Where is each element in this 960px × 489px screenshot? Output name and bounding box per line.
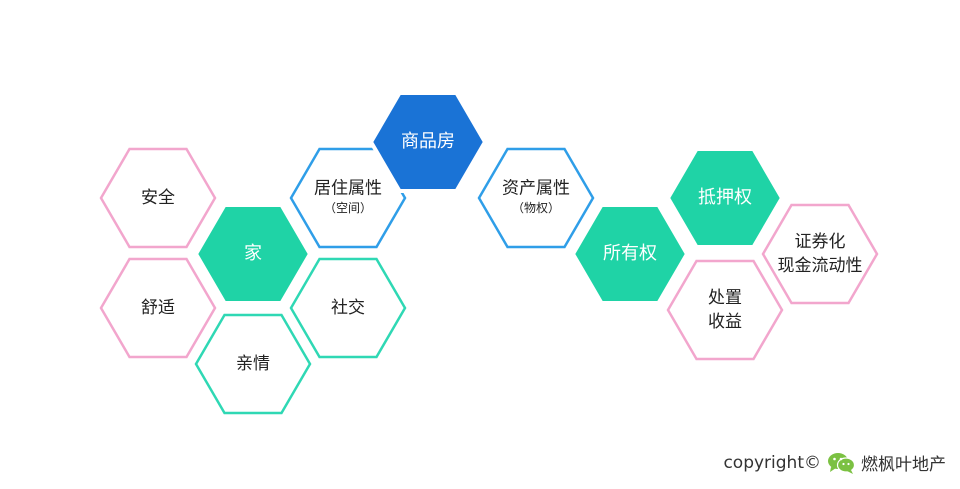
hexagon-shape <box>99 257 217 359</box>
hexagon-shape <box>570 203 690 305</box>
hexagon-shape <box>289 147 407 249</box>
copyright-text: copyright© <box>723 452 821 473</box>
hexagon-label: 居住属性 <box>314 178 382 198</box>
hexagon-diyaquan: 抵押权 <box>665 147 785 249</box>
hexagon-label: 处置 <box>708 288 742 308</box>
hexagon-shejiao: 社交 <box>289 257 407 359</box>
hexagon-juzhu: 居住属性 （空间） <box>289 147 407 249</box>
hexagon-jia: 家 <box>193 203 313 305</box>
hexagon-label: 现金流动性 <box>778 256 863 276</box>
hexagon-shape <box>665 147 785 249</box>
hexagon-label: 收益 <box>708 312 742 332</box>
hexagon-qinqing: 亲情 <box>194 313 312 415</box>
hexagon-shangpinfang: 商品房 <box>368 91 488 193</box>
hexagon-shushi: 舒适 <box>99 257 217 359</box>
hexagon-label: 资产属性 <box>502 178 570 198</box>
hexagon-label: 证券化 <box>795 232 846 252</box>
hexagon-shape <box>368 91 488 193</box>
hexagon-anquan: 安全 <box>99 147 217 249</box>
hexagon-suoyouquan: 所有权 <box>570 203 690 305</box>
hexagon-shape <box>666 259 784 361</box>
hexagon-label: 抵押权 <box>698 187 752 208</box>
hexagon-sublabel: （空间） <box>324 201 372 215</box>
hexagon-shape <box>477 147 595 249</box>
hexagon-shape <box>99 147 217 249</box>
brand-name: 燃枫叶地产 <box>861 455 946 475</box>
hexagon-sublabel: （物权） <box>512 201 560 215</box>
hexagon-label: 所有权 <box>603 243 657 264</box>
hexagon-label: 家 <box>244 243 262 264</box>
hexagon-shape <box>289 257 407 359</box>
hexagon-shape <box>194 313 312 415</box>
hexagon-zichan: 资产属性 （物权） <box>477 147 595 249</box>
wechat-icon <box>828 452 855 474</box>
hexagon-label: 社交 <box>331 298 365 318</box>
hexagon-shape <box>193 203 313 305</box>
hexagon-shape <box>761 203 879 305</box>
hexagon-label: 商品房 <box>401 131 455 152</box>
hexagon-label: 安全 <box>141 188 175 208</box>
hexagon-label: 舒适 <box>141 298 175 318</box>
hexagon-label: 亲情 <box>236 354 270 374</box>
footer: copyright© 燃枫叶地产 <box>723 450 946 475</box>
